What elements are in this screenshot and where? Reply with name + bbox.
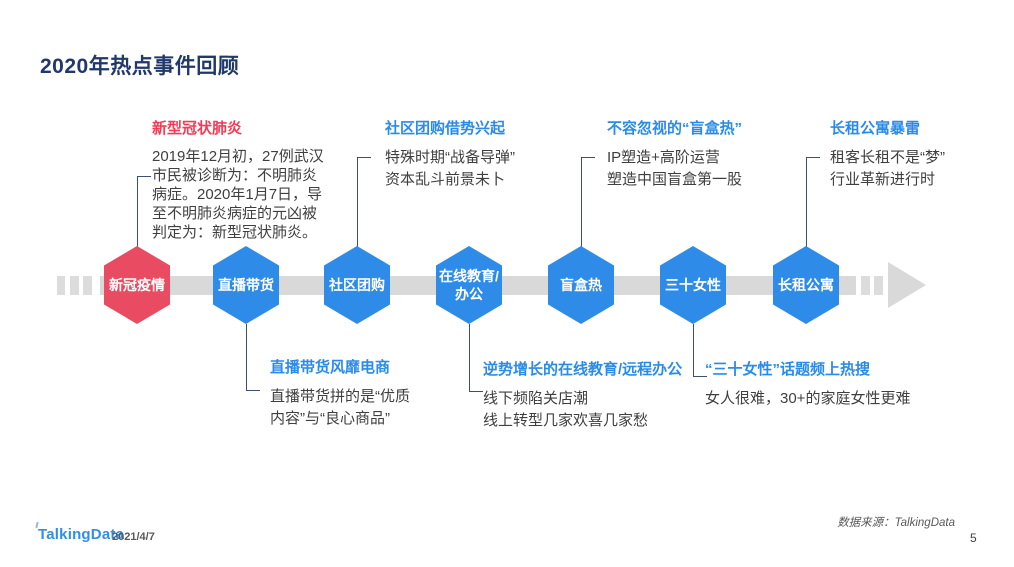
annotation-blindbox: 不容忽视的“盲盒热” IP塑造+高阶运营 塑造中国盲盒第一股 xyxy=(607,119,742,191)
hexagon-label: 三十女性 xyxy=(665,277,721,293)
hexagon-node-livestream: 直播带货 xyxy=(213,246,279,324)
annotation-line: 租客长租不是“梦” xyxy=(830,149,945,166)
annotation-groupbuy: 社区团购借势兴起 特殊时期“战备导弹” 资本乱斗前景未卜 xyxy=(385,119,515,191)
annotation-line: 线下频陷关店潮 xyxy=(483,390,589,407)
annotation-line: 塑造中国盲盒第一股 xyxy=(607,171,743,188)
annotation-line: 2019年12月初，27例武汉 xyxy=(152,148,324,165)
connector-line-online-edu xyxy=(469,324,483,392)
annotation-line: 特殊时期“战备导弹” xyxy=(385,149,515,166)
annotation-line: 市民被诊断为：不明肺炎 xyxy=(152,167,318,184)
hexagon-label: 长租公寓 xyxy=(778,277,834,293)
annotation-title: 逆势增长的在线教育/远程办公 xyxy=(483,361,683,378)
timeline-dash xyxy=(57,276,65,295)
page-number: 5 xyxy=(970,531,977,545)
annotation-online-edu: 逆势增长的在线教育/远程办公 线下频陷关店潮 线上转型几家欢喜几家愁 xyxy=(483,360,682,432)
annotation-line: 病症。2020年1月7日，导 xyxy=(152,186,323,203)
annotation-livestream: 直播带货风靡电商 直播带货拼的是“优质 内容”与“良心商品” xyxy=(270,358,410,430)
annotation-title: 直播带货风靡电商 xyxy=(270,359,391,376)
hexagon-label: 新冠疫情 xyxy=(109,277,165,293)
hexagon-node-groupbuy: 社区团购 xyxy=(324,246,390,324)
talkingdata-logo: TalkingData xyxy=(35,521,124,543)
hexagon-node-online-edu: 在线教育/办公 xyxy=(436,246,502,324)
annotation-women30: “三十女性”话题频上热搜 女人很难，30+的家庭女性更难 xyxy=(705,360,910,410)
annotation-title: “三十女性”话题频上热搜 xyxy=(705,361,871,378)
connector-line-groupbuy xyxy=(357,157,371,247)
timeline-dash xyxy=(874,276,883,295)
annotation-line: 线上转型几家欢喜几家愁 xyxy=(483,412,649,429)
annotation-line: 资本乱斗前景未卜 xyxy=(385,171,506,188)
annotation-title: 社区团购借势兴起 xyxy=(385,120,506,137)
hexagon-node-blindbox: 盲盒热 xyxy=(548,246,614,324)
annotation-title: 新型冠状肺炎 xyxy=(152,120,243,137)
annotation-title: 长租公寓暴雷 xyxy=(830,120,921,137)
hexagon-label: 直播带货 xyxy=(218,277,274,293)
data-source-note: 数据来源：TalkingData xyxy=(837,517,955,529)
annotation-line: 女人很难，30+的家庭女性更难 xyxy=(705,390,911,407)
connector-line-covid xyxy=(137,176,151,247)
connector-line-blindbox xyxy=(581,157,595,247)
hexagon-node-women30: 三十女性 xyxy=(660,246,726,324)
annotation-title: 不容忽视的“盲盒热” xyxy=(607,120,743,137)
connector-line-livestream xyxy=(246,324,260,391)
hexagon-label: 在线教育/办公 xyxy=(439,268,499,302)
connector-line-women30 xyxy=(693,324,707,377)
hexagon-node-covid: 新冠疫情 xyxy=(104,246,170,324)
timeline-dash xyxy=(70,276,79,295)
footer-date: 2021/4/7 xyxy=(112,531,155,543)
page-title: 2020年热点事件回顾 xyxy=(40,55,240,78)
annotation-line: 至不明肺炎病症的元凶被 xyxy=(152,205,318,222)
hexagon-label: 盲盒热 xyxy=(560,277,602,293)
annotation-covid: 新型冠状肺炎 2019年12月初，27例武汉 市民被诊断为：不明肺炎 病症。20… xyxy=(152,119,324,242)
hexagon-node-apartment: 长租公寓 xyxy=(773,246,839,324)
annotation-apartment: 长租公寓暴雷 租客长租不是“梦” 行业革新进行时 xyxy=(830,119,945,191)
logo-tick-icon xyxy=(35,521,39,529)
annotation-line: 判定为：新型冠状肺炎。 xyxy=(152,224,318,241)
hexagon-label: 社区团购 xyxy=(329,277,385,293)
timeline-dash xyxy=(861,276,870,295)
annotation-line: 行业革新进行时 xyxy=(830,171,936,188)
timeline-dash xyxy=(83,276,92,295)
timeline-arrow-icon xyxy=(888,262,926,308)
connector-line-apartment xyxy=(806,157,820,247)
annotation-line: 直播带货拼的是“优质 xyxy=(270,388,410,405)
annotation-line: IP塑造+高阶运营 xyxy=(607,149,720,166)
annotation-line: 内容”与“良心商品” xyxy=(270,410,390,427)
